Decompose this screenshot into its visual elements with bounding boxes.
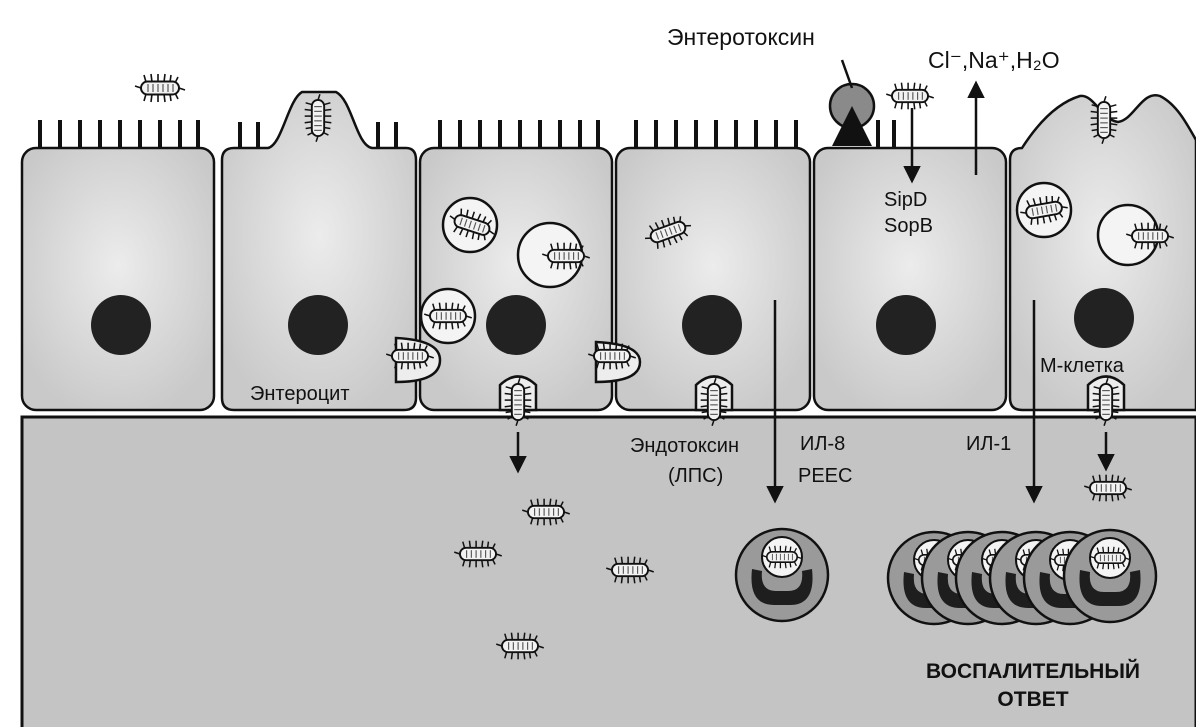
- m-cell-label: М-клетка: [1040, 355, 1125, 377]
- enterocyte-cell-4: [616, 148, 810, 410]
- sopb-label: SopB: [884, 215, 933, 237]
- enterocyte-cell-5: [814, 148, 1006, 410]
- peec-label: PEEC: [798, 465, 852, 487]
- enterocyte-cell-1: [22, 148, 214, 410]
- inflammatory-response-label-2: ОТВЕТ: [997, 688, 1068, 711]
- enterocyte-label: Энтероцит: [250, 383, 350, 405]
- nucleus: [91, 295, 151, 355]
- nucleus: [288, 295, 348, 355]
- rod-bacterium-icon: [886, 83, 934, 110]
- lps-label: (ЛПС): [668, 465, 723, 487]
- neutrophil-icon: [736, 529, 828, 621]
- enterotoxin-label: Энтеротоксин: [667, 24, 815, 50]
- sipd-label: SipD: [884, 189, 927, 211]
- nucleus: [486, 295, 546, 355]
- nucleus: [876, 295, 936, 355]
- neutrophil-icon: [1064, 530, 1156, 622]
- endotoxin-label: Эндотоксин: [630, 435, 739, 457]
- toxin-receptor-icon: [830, 84, 874, 146]
- enterocyte-cell-2: [222, 92, 416, 410]
- nucleus: [1074, 288, 1134, 348]
- microvilli: [40, 120, 894, 148]
- ion-secretion-label: Cl⁻,Na⁺,H₂O: [928, 47, 1060, 73]
- enterocyte-cell-3: [420, 148, 612, 410]
- il1-label: ИЛ-1: [966, 433, 1011, 455]
- rod-bacterium-icon: [135, 74, 185, 102]
- inflammatory-response-label-1: ВОСПАЛИТЕЛЬНЫЙ: [926, 659, 1140, 683]
- nucleus: [682, 295, 742, 355]
- il8-label: ИЛ-8: [800, 433, 845, 455]
- neutrophils: [736, 529, 1156, 624]
